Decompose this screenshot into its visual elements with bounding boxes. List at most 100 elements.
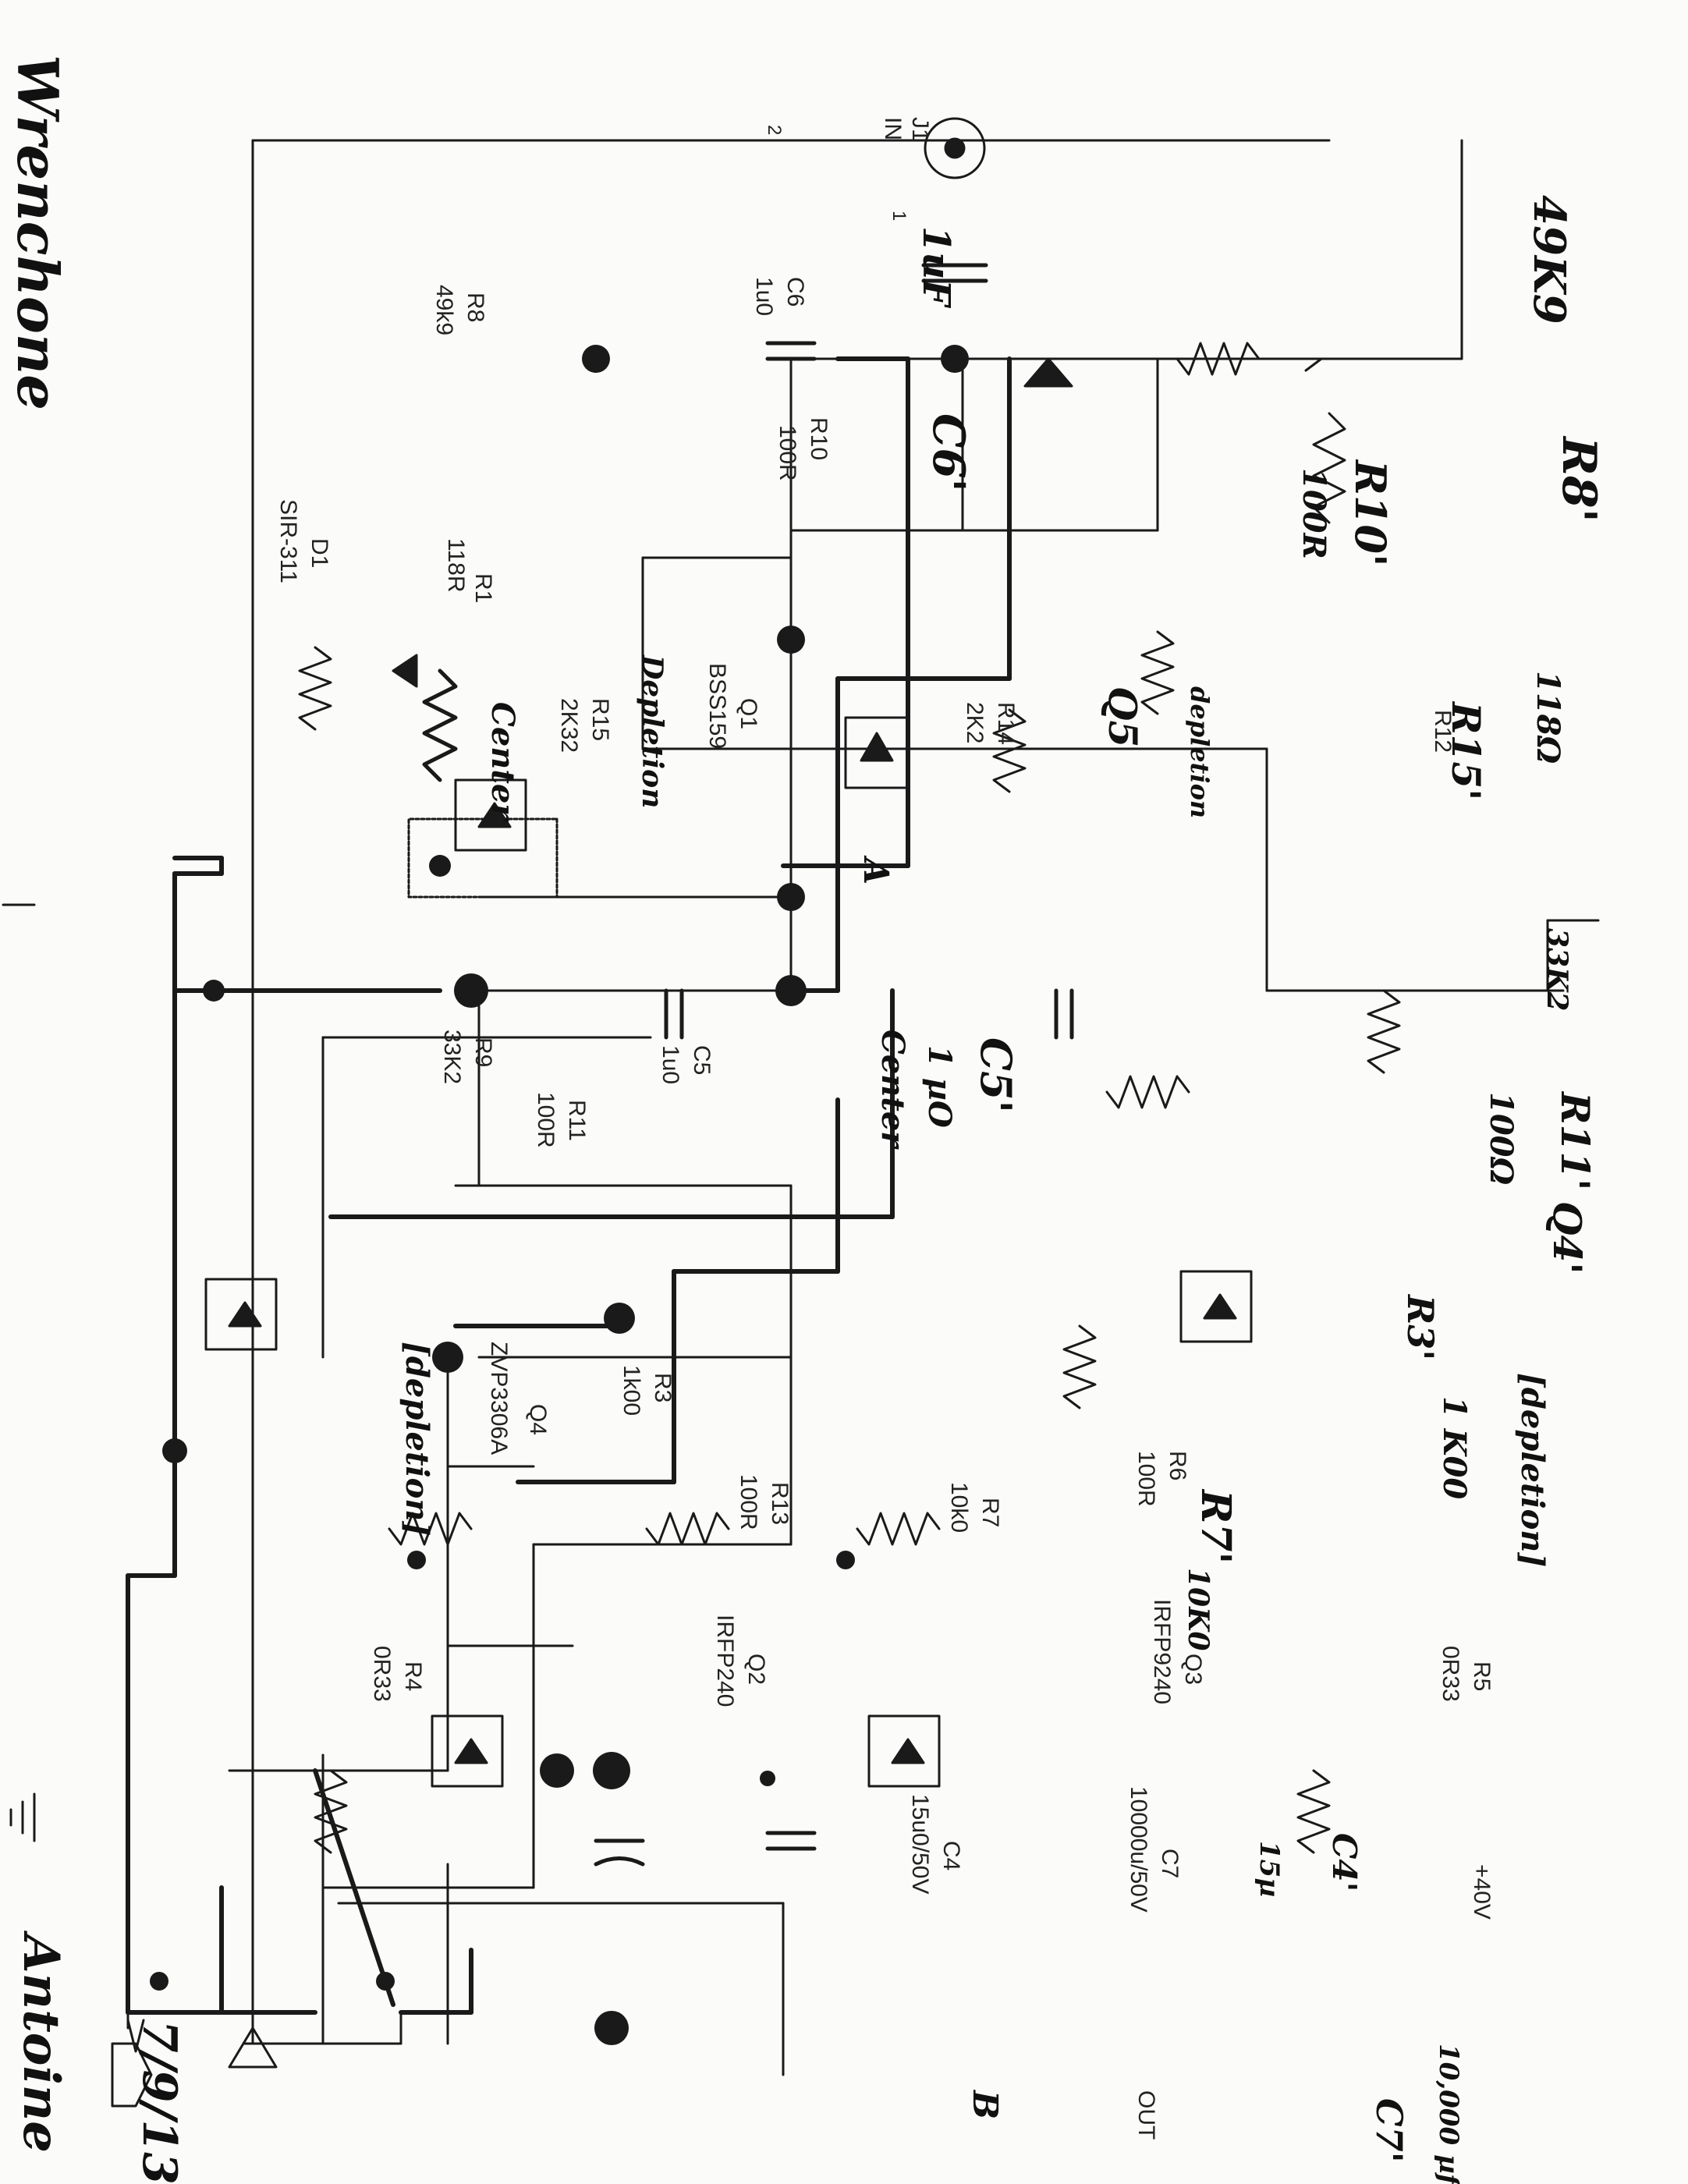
q3-ref: Q3 bbox=[1180, 1654, 1206, 1686]
r12-resistor bbox=[298, 646, 332, 731]
c4-value: 15u0/50V bbox=[907, 1794, 933, 1895]
c5-value: 1u0 bbox=[658, 1045, 683, 1085]
r3-ref: R3 bbox=[650, 1373, 676, 1403]
c6-value: 1u0 bbox=[751, 277, 777, 317]
j1-pin2: 2 bbox=[764, 125, 785, 136]
out-label: OUT bbox=[1133, 2090, 1159, 2140]
r15-ref: R15 bbox=[587, 698, 613, 742]
c7p-value: 10,000 µf bbox=[1433, 2044, 1464, 2184]
d1-ref: D1 bbox=[307, 538, 332, 569]
r9-ref: R9 bbox=[470, 1037, 496, 1068]
r15-resistor bbox=[992, 708, 1027, 793]
r7-ref: R7 bbox=[977, 1498, 1003, 1528]
r3p-value: 1 K00 bbox=[1436, 1396, 1473, 1500]
center-note-2: Center bbox=[874, 1030, 911, 1148]
q2-value: IRFP240 bbox=[712, 1615, 738, 1707]
r14-resistor-hw bbox=[422, 668, 458, 782]
q4-value: ZVP3306A bbox=[486, 1342, 512, 1455]
r9-value: 33K2 bbox=[439, 1030, 465, 1085]
r8p-label: R8' bbox=[1551, 437, 1606, 523]
r14-ref: R14 bbox=[993, 702, 1019, 746]
r13-value: 100R bbox=[736, 1474, 761, 1530]
transistor-symbols bbox=[204, 716, 1253, 1788]
c4-ref: C4 bbox=[938, 1841, 964, 1871]
r11-value: 100R bbox=[533, 1092, 559, 1148]
diode-symbols bbox=[392, 357, 1073, 688]
j1-pin1: 1 bbox=[888, 211, 910, 222]
center-note-1: Center bbox=[484, 702, 521, 821]
r7p-label: R7' bbox=[1192, 1490, 1239, 1565]
r1-value: 118R bbox=[443, 538, 469, 593]
r15p-label: R15' bbox=[1443, 702, 1489, 801]
q1-ref: Q1 bbox=[736, 698, 761, 730]
r1-ref: R1 bbox=[470, 573, 496, 604]
r14-value: 2K2 bbox=[962, 702, 988, 744]
c6p-value: 1uF bbox=[914, 226, 958, 307]
mark-b: B bbox=[965, 2090, 1005, 2120]
supply-label: +40V bbox=[1469, 1864, 1495, 1920]
q1-value: BSS159 bbox=[704, 663, 730, 750]
r10-resistor bbox=[1176, 342, 1261, 376]
resistor-symbols bbox=[298, 342, 1401, 1854]
d1-value: SIR-311 bbox=[275, 499, 301, 583]
c7-ref: C7 bbox=[1157, 1849, 1183, 1879]
r5-value: 0R33 bbox=[1438, 1646, 1463, 1702]
c7p-label: C7' bbox=[1368, 2098, 1410, 2163]
r10p-label: R10' bbox=[1346, 460, 1395, 567]
r4-value: 0R33 bbox=[369, 1646, 395, 1702]
r10-value: 100R bbox=[775, 425, 800, 481]
q4p-note: [depletion] bbox=[1514, 1373, 1551, 1568]
c4p-value: 15µ bbox=[1254, 1841, 1285, 1898]
capacitor-symbols bbox=[594, 263, 1074, 1867]
r5-resistor bbox=[314, 1769, 348, 1854]
j1-ref: J1 bbox=[907, 117, 933, 142]
mark-a: A bbox=[856, 858, 895, 885]
q4-note: [depletion] bbox=[399, 1342, 435, 1537]
r15-value: 2K32 bbox=[556, 698, 582, 753]
r6-resistor bbox=[388, 1512, 473, 1546]
c6p-label: C6' bbox=[923, 413, 974, 492]
q5-label: Q5 bbox=[1100, 686, 1146, 748]
r8p-value: 49K9 bbox=[1523, 195, 1575, 324]
q2-ref: Q2 bbox=[743, 1654, 769, 1686]
r8-value: 49k9 bbox=[431, 285, 457, 336]
c7-value: 10000u/50V bbox=[1126, 1786, 1151, 1913]
author-top: Wrenchone bbox=[5, 55, 71, 411]
r8-resistor bbox=[1312, 412, 1346, 524]
r7-value: 10k0 bbox=[946, 1482, 972, 1533]
junction-dots bbox=[150, 345, 969, 2045]
r4-ref: R4 bbox=[400, 1661, 426, 1692]
r7p-value: 10K0 bbox=[1182, 1568, 1215, 1651]
r7-resistor bbox=[645, 1512, 730, 1546]
j1-name: IN bbox=[880, 117, 906, 140]
c5p-label: C5' bbox=[971, 1037, 1021, 1114]
date-note: 7/9/13 bbox=[132, 2020, 186, 2184]
r4-resistor bbox=[1296, 1769, 1331, 1854]
r13-resistor bbox=[856, 1512, 941, 1546]
q4-ref: Q4 bbox=[525, 1404, 551, 1436]
r6-value: 100R bbox=[1133, 1451, 1159, 1507]
q5-note: depletion bbox=[1185, 686, 1215, 819]
r10-ref: R10 bbox=[806, 417, 832, 461]
r6-ref: R6 bbox=[1165, 1451, 1190, 1481]
r11p-value: 100Ω bbox=[1483, 1092, 1520, 1186]
r3-resistor bbox=[1062, 1324, 1097, 1409]
q1-note: Depletion bbox=[636, 655, 668, 809]
r11-ref: R11 bbox=[564, 1100, 590, 1141]
r3-value: 1k00 bbox=[619, 1365, 644, 1416]
connector-symbols bbox=[2, 117, 986, 2108]
c5p-value: 1 µO bbox=[921, 1045, 958, 1128]
q3-value: IRFP9240 bbox=[1149, 1599, 1175, 1705]
printed-wires bbox=[126, 139, 1600, 2076]
r3p-label: R3' bbox=[1399, 1295, 1442, 1361]
r11-resistor bbox=[1105, 1075, 1190, 1109]
r13-ref: R13 bbox=[767, 1482, 793, 1526]
r8-ref: R8 bbox=[463, 292, 488, 323]
r9-resistor bbox=[1367, 989, 1401, 1074]
c4p-label: C4' bbox=[1325, 1833, 1364, 1892]
r11p-label: R11' bbox=[1552, 1092, 1598, 1191]
r12-hw-value: 118Ω bbox=[1530, 671, 1566, 764]
